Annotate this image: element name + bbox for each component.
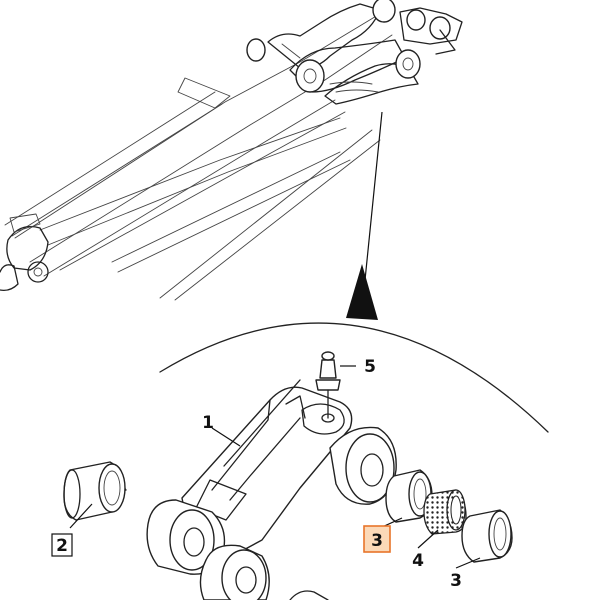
callout-2[interactable]: 2 [51, 533, 73, 557]
callout-2-text: 2 [56, 536, 68, 556]
callout-3-lower[interactable]: 3 [450, 571, 462, 591]
callout-5[interactable]: 5 [364, 357, 376, 377]
callout-1[interactable]: 1 [202, 413, 214, 433]
callout-4[interactable]: 4 [412, 551, 424, 571]
callout-4-text: 4 [412, 551, 424, 571]
callout-3-highlight-box [363, 525, 391, 553]
callout-2-box [51, 533, 73, 557]
callout-5-text: 5 [364, 357, 376, 377]
callout-3-highlighted[interactable]: 3 [363, 525, 391, 553]
callout-3b-text: 3 [450, 571, 462, 591]
bushing-left-part [63, 461, 127, 521]
bushing-lower-part [461, 509, 513, 563]
machine-overview-drawing [0, 0, 463, 301]
callout-1-text: 1 [202, 413, 214, 433]
grease-nipple-part [315, 351, 341, 423]
mesh-bearing-part [423, 489, 467, 535]
leader-lines [69, 365, 481, 569]
detail-view-arc [159, 322, 549, 433]
callout-3a-text: 3 [371, 531, 383, 551]
detail-pointer [346, 111, 383, 320]
link-body-part [146, 379, 397, 600]
